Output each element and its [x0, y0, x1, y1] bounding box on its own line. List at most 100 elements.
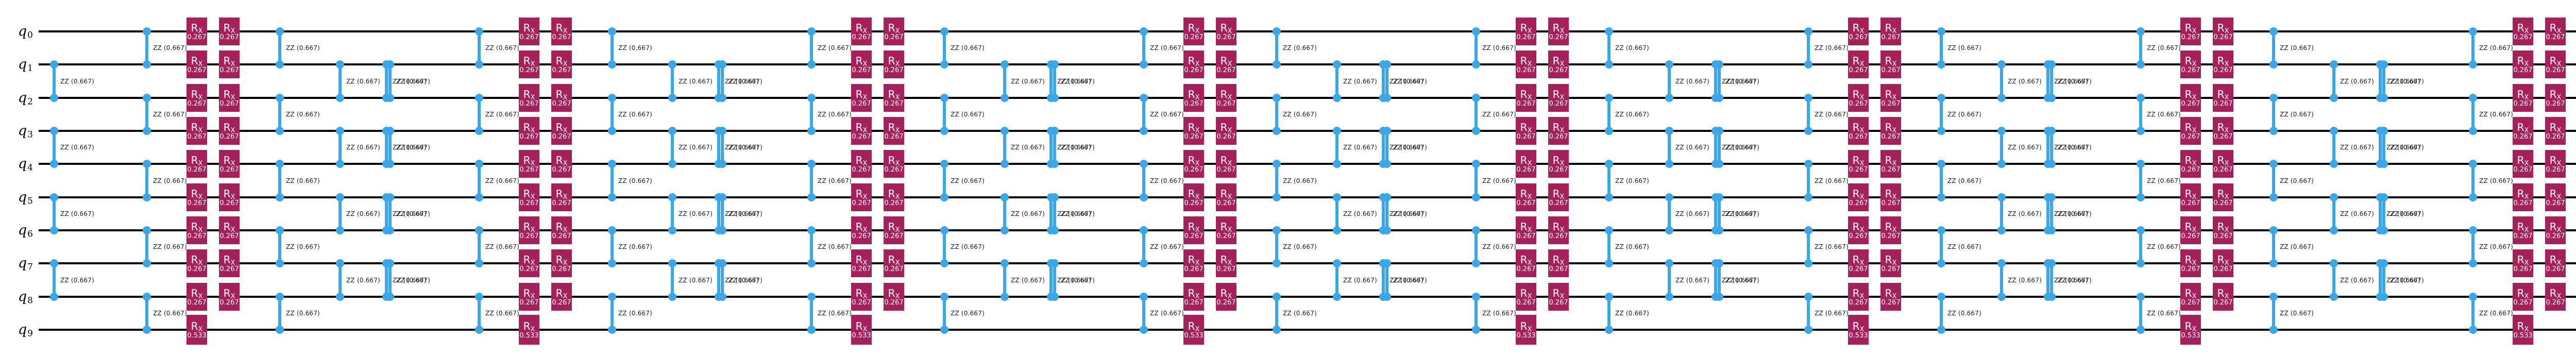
zz-control-dot[interactable]	[608, 326, 616, 334]
zz-control-dot[interactable]	[1804, 60, 1812, 69]
zz-control-dot[interactable]	[608, 193, 616, 201]
zz-control-dot[interactable]	[1140, 60, 1148, 69]
zz-control-dot[interactable]	[1140, 259, 1148, 267]
zz-control-dot[interactable]	[1472, 326, 1480, 334]
zz-control-dot[interactable]	[1472, 60, 1480, 69]
zz-control-dot[interactable]	[807, 226, 816, 234]
zz-control-dot[interactable]	[2044, 293, 2052, 301]
zz-control-dot[interactable]	[336, 226, 344, 234]
zz-control-dot[interactable]	[1937, 160, 1945, 168]
zz-control-dot[interactable]	[2044, 94, 2052, 102]
zz-control-dot[interactable]	[1711, 226, 1720, 234]
zz-control-dot[interactable]	[1937, 226, 1945, 234]
zz-control-dot[interactable]	[1140, 193, 1148, 201]
zz-control-dot[interactable]	[2137, 326, 2145, 334]
zz-control-dot[interactable]	[276, 259, 284, 267]
zz-control-dot[interactable]	[1333, 259, 1341, 267]
zz-control-dot[interactable]	[336, 94, 344, 102]
zz-control-dot[interactable]	[475, 27, 483, 36]
zz-control-dot[interactable]	[276, 127, 284, 135]
zz-control-dot[interactable]	[50, 259, 58, 267]
zz-control-dot[interactable]	[382, 226, 391, 234]
zz-control-dot[interactable]	[475, 160, 483, 168]
zz-control-dot[interactable]	[2269, 326, 2278, 334]
zz-control-dot[interactable]	[2269, 27, 2278, 36]
zz-control-dot[interactable]	[807, 27, 816, 36]
zz-control-dot[interactable]	[276, 27, 284, 36]
zz-control-dot[interactable]	[382, 193, 391, 201]
zz-control-dot[interactable]	[807, 94, 816, 102]
zz-control-dot[interactable]	[1379, 226, 1387, 234]
zz-control-dot[interactable]	[143, 193, 151, 201]
zz-control-dot[interactable]	[1605, 326, 1613, 334]
zz-control-dot[interactable]	[608, 27, 616, 36]
zz-control-dot[interactable]	[1665, 259, 1673, 267]
zz-control-dot[interactable]	[2469, 160, 2477, 168]
zz-control-dot[interactable]	[1804, 226, 1812, 234]
zz-control-dot[interactable]	[2269, 127, 2278, 135]
zz-control-dot[interactable]	[2137, 94, 2145, 102]
zz-control-dot[interactable]	[2469, 326, 2477, 334]
zz-control-dot[interactable]	[1333, 160, 1341, 168]
zz-control-dot[interactable]	[1472, 293, 1480, 301]
zz-control-dot[interactable]	[143, 127, 151, 135]
zz-control-dot[interactable]	[608, 293, 616, 301]
zz-control-dot[interactable]	[608, 226, 616, 234]
zz-control-dot[interactable]	[1472, 160, 1480, 168]
zz-control-dot[interactable]	[2376, 293, 2384, 301]
zz-control-dot[interactable]	[1605, 193, 1613, 201]
zz-control-dot[interactable]	[1273, 94, 1281, 102]
zz-control-dot[interactable]	[1472, 226, 1480, 234]
zz-control-dot[interactable]	[143, 326, 151, 334]
zz-control-dot[interactable]	[715, 160, 723, 168]
zz-control-dot[interactable]	[668, 94, 676, 102]
zz-control-dot[interactable]	[1711, 293, 1720, 301]
zz-control-dot[interactable]	[382, 60, 391, 69]
zz-control-dot[interactable]	[1140, 326, 1148, 334]
zz-control-dot[interactable]	[1140, 293, 1148, 301]
zz-control-dot[interactable]	[382, 94, 391, 102]
zz-control-dot[interactable]	[715, 94, 723, 102]
zz-control-dot[interactable]	[1804, 94, 1812, 102]
zz-control-dot[interactable]	[1001, 60, 1009, 69]
zz-control-dot[interactable]	[2044, 160, 2052, 168]
zz-control-dot[interactable]	[475, 326, 483, 334]
zz-control-dot[interactable]	[668, 226, 676, 234]
zz-control-dot[interactable]	[1997, 226, 2006, 234]
zz-control-dot[interactable]	[1665, 193, 1673, 201]
zz-control-dot[interactable]	[807, 160, 816, 168]
zz-control-dot[interactable]	[2376, 259, 2384, 267]
zz-control-dot[interactable]	[807, 259, 816, 267]
zz-control-dot[interactable]	[1140, 94, 1148, 102]
zz-control-dot[interactable]	[1472, 94, 1480, 102]
